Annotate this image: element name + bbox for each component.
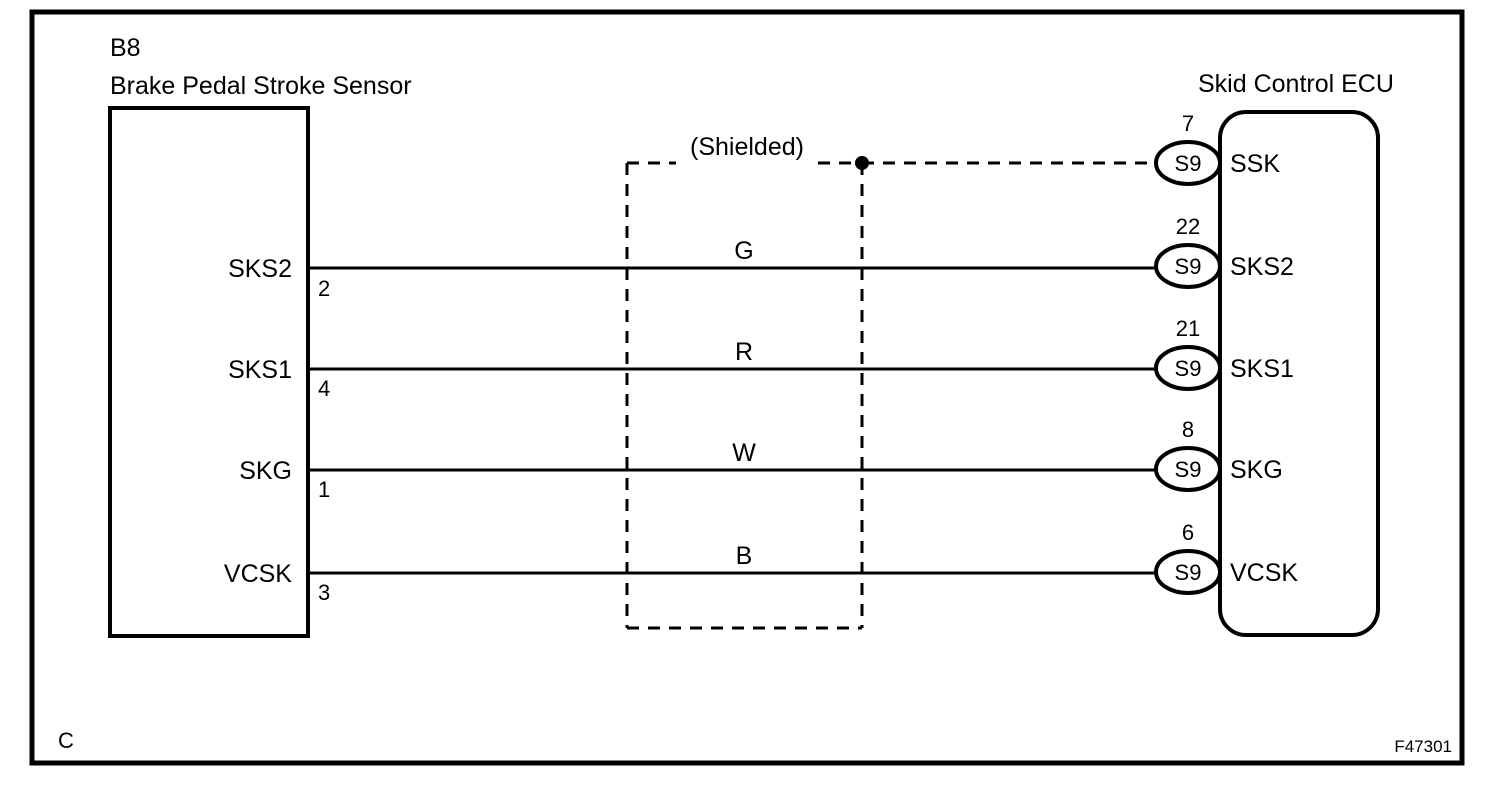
sensor-port-label-skg: SKG xyxy=(239,457,292,485)
sensor-port-label-sks1: SKS1 xyxy=(228,356,292,384)
wire-runs xyxy=(308,266,1158,575)
connector-code-ssk: S9 xyxy=(1175,151,1202,176)
sensor-pin-number-sks2: 2 xyxy=(318,276,330,301)
connector-code-skg: S9 xyxy=(1175,457,1202,482)
wire-color-code-w: W xyxy=(732,439,756,467)
right-device-title: Skid Control ECU xyxy=(1198,70,1394,98)
ecu-port-label-vcsk: VCSK xyxy=(1230,559,1298,587)
ecu-pin-number-sks1: 21 xyxy=(1176,316,1200,341)
shield-boundary xyxy=(625,156,1158,630)
ecu-port-label-skg: SKG xyxy=(1230,456,1283,484)
ecu-pin-number-ssk: 7 xyxy=(1182,111,1194,136)
ecu-pin-number-skg: 8 xyxy=(1182,417,1194,442)
brake-pedal-stroke-sensor-box xyxy=(108,106,310,638)
ecu-pin-number-sks2: 22 xyxy=(1176,214,1200,239)
ecu-port-label-ssk: SSK xyxy=(1230,150,1280,178)
wire-color-code-g: G xyxy=(734,237,753,265)
connector-code-vcsk: S9 xyxy=(1175,560,1202,585)
sheet-corner-label: C xyxy=(58,728,74,753)
connector-code-sks1: S9 xyxy=(1175,356,1202,381)
left-device-title: Brake Pedal Stroke Sensor xyxy=(110,72,412,100)
sensor-pin-number-skg: 1 xyxy=(318,477,330,502)
sensor-pin-number-vcsk: 3 xyxy=(318,580,330,605)
ecu-connector-ovals xyxy=(1154,138,1222,609)
left-device-tag: B8 xyxy=(110,34,141,62)
ecu-pin-number-vcsk: 6 xyxy=(1182,520,1194,545)
sensor-port-label-vcsk: VCSK xyxy=(224,560,292,588)
wire-color-code-r: R xyxy=(735,338,753,366)
ecu-port-label-sks2: SKS2 xyxy=(1230,253,1294,281)
figure-code: F47301 xyxy=(1394,737,1452,756)
sensor-port-label-sks2: SKS2 xyxy=(228,255,292,283)
shielded-caption: (Shielded) xyxy=(690,133,804,161)
connector-code-sks2: S9 xyxy=(1175,254,1202,279)
outer-border xyxy=(29,9,1465,766)
ecu-port-label-sks1: SKS1 xyxy=(1230,355,1294,383)
sensor-pin-number-sks1: 4 xyxy=(318,376,330,401)
shield-junction-dot xyxy=(855,156,869,170)
wire-color-code-b: B xyxy=(736,542,753,570)
